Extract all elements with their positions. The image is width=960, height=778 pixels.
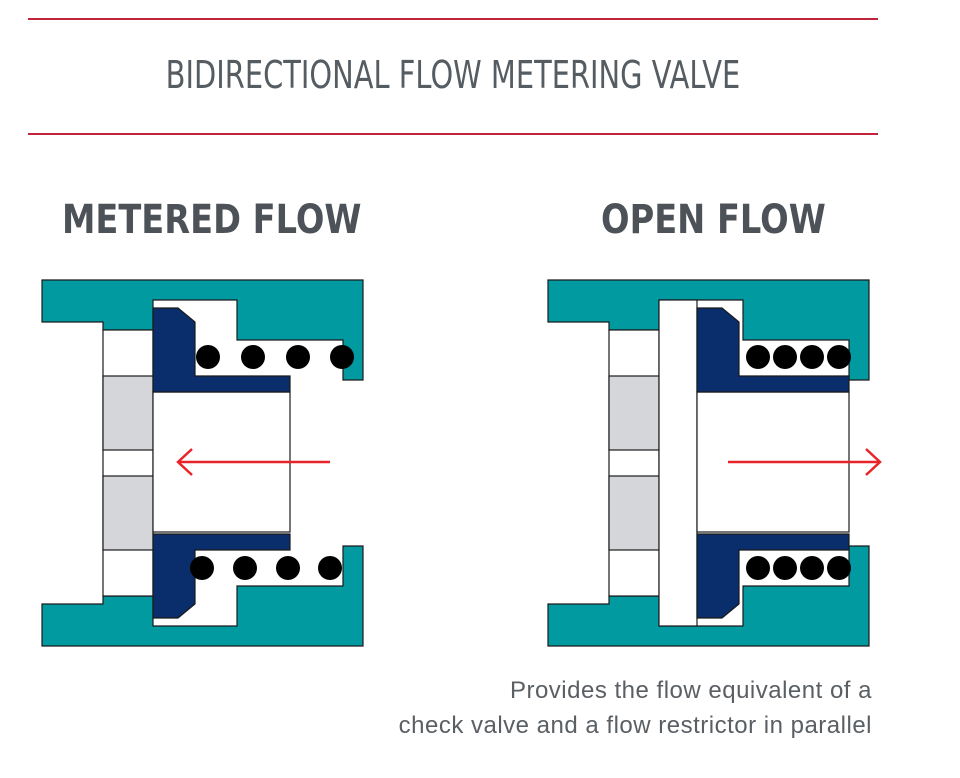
seat-lower-open (608, 475, 660, 551)
housing-upper-open (547, 279, 870, 381)
gap-open (658, 299, 698, 627)
poppet-upper-open (696, 307, 850, 393)
poppet-lower-open (696, 533, 850, 619)
housing-lower (41, 545, 364, 647)
caption-line-1: Provides the flow equivalent of a (509, 677, 872, 704)
housing-lower-open (547, 545, 870, 647)
housing-upper (41, 279, 364, 381)
seat-lower (102, 475, 154, 551)
open-flow-label: OPEN FLOW (601, 197, 826, 243)
metered-flow-arrow (176, 448, 330, 476)
page-title: BIDIRECTIONAL FLOW METERING VALVE (165, 53, 741, 97)
bottom-rule (28, 133, 878, 135)
poppet-lower (152, 533, 291, 619)
spring-lower-open (746, 556, 851, 580)
seat-ring (102, 329, 154, 597)
spring-upper-open (746, 345, 851, 369)
seat-upper-open (608, 375, 660, 451)
metered-flow-label: METERED FLOW (62, 197, 362, 243)
seat-upper (102, 375, 154, 451)
open-flow-arrow (728, 448, 882, 476)
spring-lower (190, 556, 342, 580)
seat-ring-open (608, 329, 660, 597)
spring-upper (196, 345, 354, 369)
caption-line-2: check valve and a flow restrictor in par… (398, 712, 872, 739)
poppet-upper (152, 307, 291, 393)
top-rule (28, 18, 878, 20)
